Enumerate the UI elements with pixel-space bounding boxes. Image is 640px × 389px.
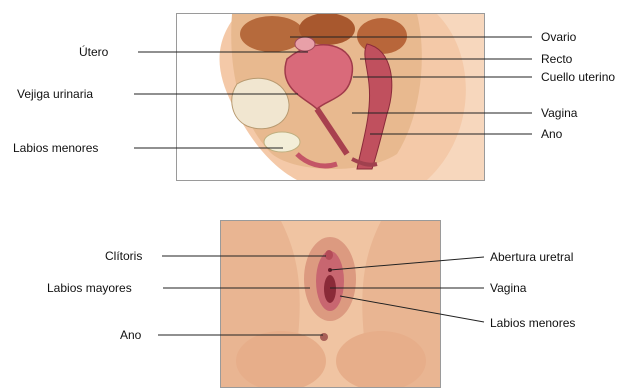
label-vagina-bottom: Vagina — [490, 281, 526, 295]
label-ano-bottom: Ano — [120, 328, 141, 342]
label-utero: Útero — [79, 45, 108, 59]
label-abertura-uretral: Abertura uretral — [490, 250, 573, 264]
leader-abertura-uretral — [330, 257, 484, 270]
label-labios-menores-top: Labios menores — [13, 141, 98, 155]
label-labios-menores-bottom: Labios menores — [490, 316, 575, 330]
label-ovario: Ovario — [541, 30, 576, 44]
label-vejiga-urinaria: Vejiga urinaria — [17, 87, 93, 101]
label-labios-mayores: Labios mayores — [47, 281, 132, 295]
label-cuello-uterino: Cuello uterino — [541, 70, 615, 84]
label-clitoris: Clítoris — [105, 249, 142, 263]
label-recto: Recto — [541, 52, 572, 66]
label-vagina-top: Vagina — [541, 106, 577, 120]
leader-labios-menores-bottom — [340, 296, 484, 322]
label-ano-top: Ano — [541, 127, 562, 141]
